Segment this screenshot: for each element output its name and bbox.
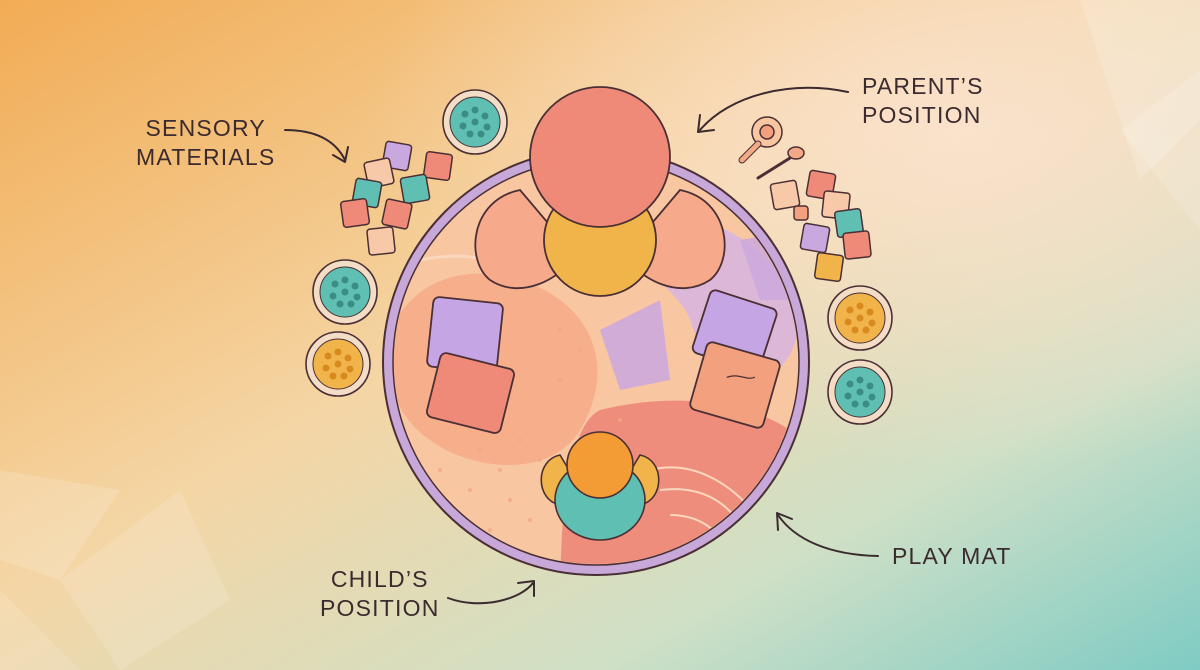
arrow-parent bbox=[699, 86, 849, 131]
label-sensory-line2: MATERIALS bbox=[136, 144, 276, 170]
label-parent-position: PARENT’S POSITION bbox=[862, 72, 984, 130]
wooden-blocks-icon bbox=[339, 140, 454, 256]
wooden-blocks-right bbox=[769, 169, 872, 283]
label-child-line1: CHILD’S bbox=[330, 566, 429, 592]
label-child-line2: POSITION bbox=[320, 595, 440, 621]
arrow-sensory bbox=[284, 129, 346, 161]
arrow-child bbox=[447, 582, 534, 605]
child-top-view-icon bbox=[540, 431, 660, 541]
label-play-mat: PLAY MAT bbox=[892, 542, 1012, 571]
sensory-bowl-icon bbox=[305, 89, 893, 425]
arrow-mat bbox=[777, 514, 879, 557]
label-sensory-materials: SENSORY MATERIALS bbox=[136, 114, 275, 172]
label-child-position: CHILD’S POSITION bbox=[320, 565, 440, 623]
rattle-icon bbox=[738, 116, 783, 164]
pillow-left-coral bbox=[426, 352, 515, 434]
label-sensory-line1: SENSORY bbox=[145, 115, 266, 141]
spoon-icon bbox=[756, 146, 805, 180]
label-parent-line1: PARENT’S bbox=[862, 73, 984, 99]
label-parent-line2: POSITION bbox=[862, 102, 982, 128]
curved-arrow-icon bbox=[284, 86, 879, 605]
pillow-right-peach bbox=[689, 341, 781, 429]
label-play-mat-text: PLAY MAT bbox=[892, 543, 1012, 569]
parent-top-view-icon bbox=[474, 86, 726, 297]
